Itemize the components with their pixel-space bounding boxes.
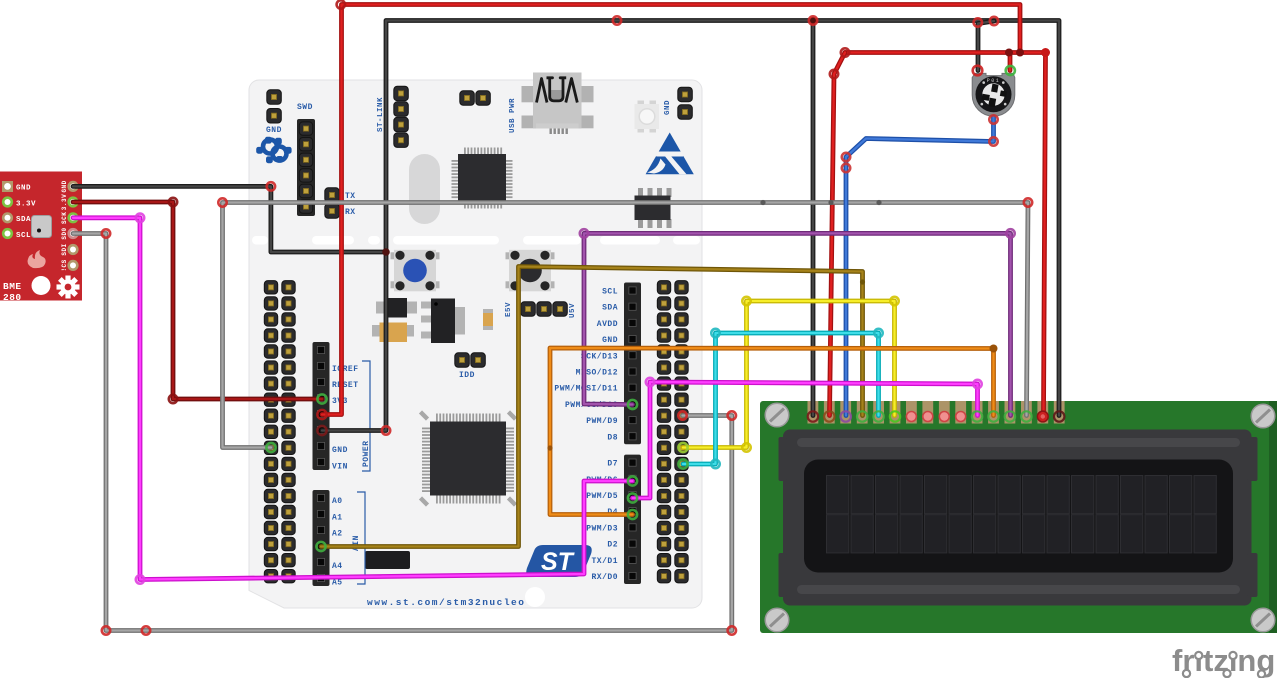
svg-text:ST: ST bbox=[541, 548, 576, 576]
svg-text:GND: GND bbox=[332, 446, 348, 455]
svg-text:POWER: POWER bbox=[362, 440, 371, 467]
svg-text:A0: A0 bbox=[332, 497, 343, 506]
svg-text:SCL: SCL bbox=[16, 232, 31, 240]
svg-text:AVDD: AVDD bbox=[597, 320, 618, 329]
svg-text:D8: D8 bbox=[607, 433, 618, 442]
svg-text:SCK/D13: SCK/D13 bbox=[581, 352, 618, 361]
svg-text:E5V: E5V bbox=[505, 302, 513, 317]
svg-text:USB PWR: USB PWR bbox=[509, 98, 517, 133]
svg-text:GND: GND bbox=[61, 180, 68, 192]
svg-text:A2: A2 bbox=[332, 530, 343, 539]
svg-text:VIN: VIN bbox=[332, 463, 348, 472]
svg-text:A1: A1 bbox=[332, 514, 343, 523]
svg-text:IDD: IDD bbox=[459, 371, 475, 380]
svg-text:BME: BME bbox=[3, 281, 22, 292]
svg-text:GND: GND bbox=[266, 126, 282, 135]
svg-text:TX: TX bbox=[345, 192, 356, 201]
svg-text:3.3V: 3.3V bbox=[16, 201, 36, 209]
svg-text:P01: P01 bbox=[987, 78, 1001, 84]
svg-text:GND: GND bbox=[16, 185, 31, 193]
svg-text:RX: RX bbox=[345, 208, 356, 217]
svg-text:!CS: !CS bbox=[61, 259, 68, 271]
svg-text:SDI: SDI bbox=[61, 243, 68, 255]
svg-text:GND: GND bbox=[602, 336, 618, 345]
svg-text:A4: A4 bbox=[332, 562, 343, 571]
svg-text:IOREF: IOREF bbox=[332, 365, 359, 374]
svg-text:D2: D2 bbox=[607, 541, 618, 550]
svg-text:GND: GND bbox=[664, 100, 672, 115]
svg-text:ST-LINK: ST-LINK bbox=[377, 97, 385, 132]
svg-text:U5V: U5V bbox=[569, 303, 577, 318]
svg-text:PWM/D5: PWM/D5 bbox=[586, 492, 618, 501]
svg-text:RX/D0: RX/D0 bbox=[591, 573, 618, 582]
svg-text:SCK: SCK bbox=[61, 212, 68, 224]
svg-text:D7: D7 bbox=[607, 460, 618, 469]
svg-text:PWM/D3: PWM/D3 bbox=[586, 524, 618, 533]
svg-text:www.st.com/stm32nucleo: www.st.com/stm32nucleo bbox=[367, 597, 525, 608]
svg-text:3.3V: 3.3V bbox=[61, 194, 68, 210]
svg-text:SDA: SDA bbox=[16, 216, 31, 224]
svg-text:MISO/D12: MISO/D12 bbox=[576, 369, 618, 378]
svg-text:SCL: SCL bbox=[602, 288, 618, 297]
svg-text:SD0: SD0 bbox=[61, 227, 68, 239]
svg-text:A5: A5 bbox=[332, 579, 343, 588]
svg-text:PWM/D9: PWM/D9 bbox=[586, 417, 618, 426]
svg-text:TX/D1: TX/D1 bbox=[591, 557, 618, 566]
svg-text:SWD: SWD bbox=[297, 103, 313, 112]
svg-text:280: 280 bbox=[3, 292, 22, 303]
svg-text:AIN: AIN bbox=[352, 535, 361, 551]
svg-text:RESET: RESET bbox=[332, 381, 359, 390]
svg-text:SDA: SDA bbox=[602, 304, 618, 313]
